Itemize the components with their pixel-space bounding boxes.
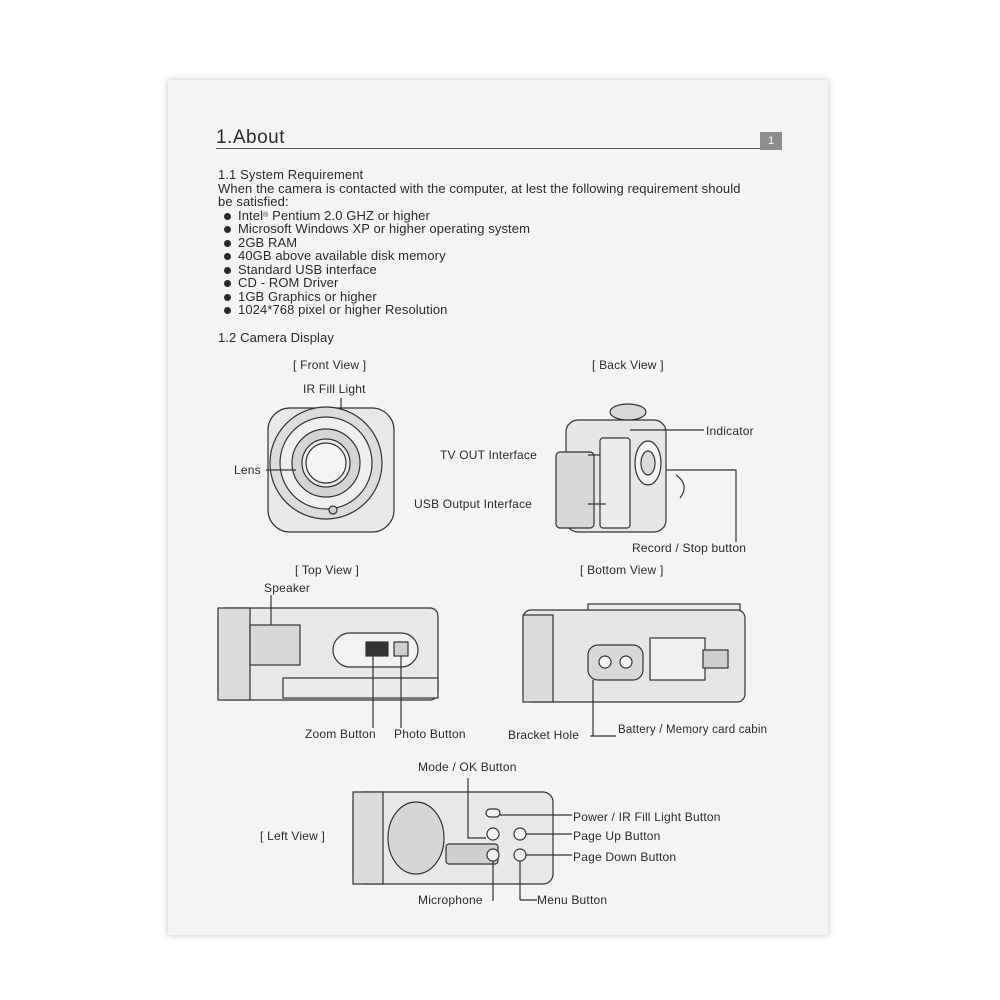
top-view-title: [ Top View ]: [295, 563, 359, 577]
page-number-badge: 1: [760, 132, 782, 150]
bracket-hole-label: Bracket Hole: [508, 728, 580, 742]
requirement-item: Microsoft Windows XP or higher operating…: [218, 222, 741, 236]
usb-output-label: USB Output Interface: [414, 497, 533, 511]
manual-page: 1.About 1 1.1 System Requirement When th…: [168, 80, 828, 935]
requirement-item: 2GB RAM: [218, 235, 741, 250]
record-stop-label: Record / Stop button: [632, 541, 747, 555]
registered-mark: ®: [263, 211, 269, 219]
requirement-item: 40GB above available disk memory: [218, 249, 741, 263]
requirement-item: 1GB Graphics or higher: [218, 289, 741, 304]
ir-fill-light-label: IR Fill Light: [303, 382, 366, 396]
section-1-intro-line-2: be satisfied:: [218, 194, 289, 209]
speaker-label: Speaker: [264, 581, 311, 595]
bottom-view-title: [ Bottom View ]: [580, 563, 664, 577]
requirement-item: Standard USB interface: [218, 262, 741, 277]
power-ir-label: Power / IR Fill Light Button: [573, 810, 721, 824]
section-1-title: 1.1 System Requirement: [218, 167, 364, 182]
back-view-title: [ Back View ]: [592, 358, 664, 372]
page-heading: 1.About: [216, 127, 285, 148]
system-requirement-section: 1.1 System Requirement When the camera i…: [218, 168, 741, 344]
microphone-label: Microphone: [418, 893, 483, 907]
section-1-intro-line-1: When the camera is contacted with the co…: [218, 180, 741, 196]
zoom-button-label: Zoom Button: [305, 727, 376, 741]
requirement-list: Intel® Pentium 2.0 GHZ or higher Microso…: [218, 207, 741, 317]
front-view-title: [ Front View ]: [293, 358, 367, 372]
photo-button-label: Photo Button: [394, 727, 466, 741]
battery-cabin-label: Battery / Memory card cabin: [618, 724, 768, 736]
menu-button-label: Menu Button: [537, 893, 608, 907]
heading-rule: [216, 148, 782, 149]
left-view-title: [ Left View ]: [260, 829, 326, 843]
requirement-item: 1024*768 pixel or higher Resolution: [218, 303, 741, 317]
section-2-title: 1.2 Camera Display: [218, 329, 334, 345]
indicator-label: Indicator: [706, 424, 754, 438]
requirement-item: Intel® Pentium 2.0 GHZ or higher: [218, 207, 741, 223]
lens-label: Lens: [234, 463, 261, 477]
tv-out-label: TV OUT Interface: [440, 448, 538, 462]
page-down-label: Page Down Button: [573, 850, 677, 864]
mode-ok-label: Mode / OK Button: [418, 760, 517, 774]
brand-name: Intel: [238, 207, 264, 223]
requirement-item: CD - ROM Driver: [218, 276, 741, 290]
page-up-label: Page Up Button: [573, 829, 661, 843]
